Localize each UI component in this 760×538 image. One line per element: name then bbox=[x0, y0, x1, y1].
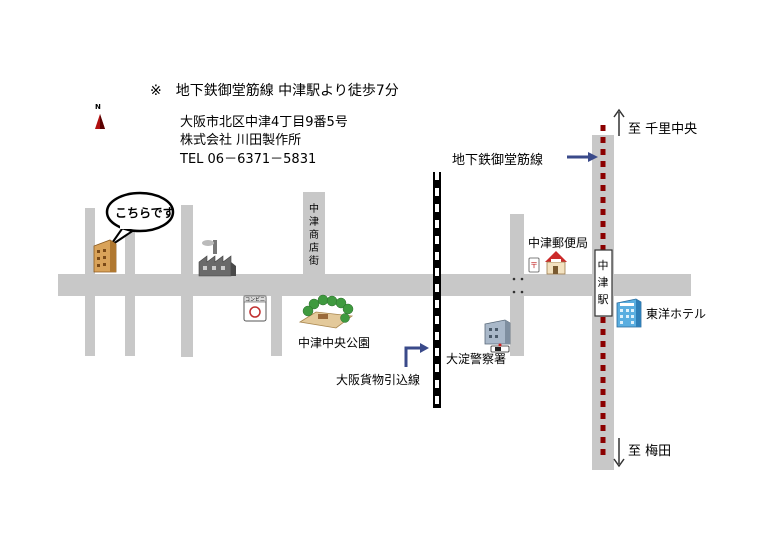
factory-icon bbox=[198, 240, 236, 277]
park-label: 中津中央公園 bbox=[298, 336, 371, 350]
subway-line-label: 地下鉄御堂筋線 bbox=[452, 153, 544, 168]
access-note: ※ 地下鉄御堂筋線 中津駅より徒歩7分 bbox=[150, 83, 399, 99]
main-road bbox=[58, 274, 691, 296]
compass-label: N bbox=[95, 103, 101, 111]
conbini-label: コンビニ bbox=[245, 297, 266, 303]
apartment-building-icon bbox=[93, 239, 117, 273]
post-office-label: 中津郵便局 bbox=[528, 236, 589, 250]
north-destination-label: 至 千里中央 bbox=[628, 122, 698, 137]
road-vertical-5 bbox=[510, 214, 524, 356]
callout-text: こちらです bbox=[115, 206, 175, 220]
station-label: 中津駅 bbox=[597, 259, 609, 306]
road-vertical-4 bbox=[271, 296, 282, 356]
shopping-street-road bbox=[303, 192, 325, 274]
shopping-street-label: 中津商店街 bbox=[309, 204, 319, 267]
station-box bbox=[594, 249, 613, 317]
intersection-dots bbox=[512, 277, 524, 294]
post-office-icon: 〒 bbox=[528, 251, 567, 275]
svg-text:〒: 〒 bbox=[530, 261, 538, 270]
company-name: 株式会社 川田製作所 bbox=[180, 133, 302, 148]
arrow-down-icon bbox=[613, 438, 625, 468]
road-vertical-1 bbox=[85, 208, 95, 356]
north-arrow-icon bbox=[95, 114, 105, 129]
freight-railway bbox=[433, 172, 441, 408]
south-destination-label: 至 梅田 bbox=[628, 444, 672, 459]
freight-line-label: 大阪貨物引込線 bbox=[336, 373, 421, 387]
park-icon bbox=[298, 294, 354, 329]
freight-pointer-arrow-icon bbox=[404, 343, 429, 367]
company-address: 大阪市北区中津4丁目9番5号 bbox=[180, 115, 348, 130]
police-station-icon bbox=[484, 319, 511, 353]
callout-bubble bbox=[105, 191, 175, 247]
company-tel: TEL 06－6371－5831 bbox=[180, 152, 317, 167]
subway-pointer-arrow-icon bbox=[567, 152, 598, 162]
road-vertical-3 bbox=[181, 205, 193, 357]
hotel-icon bbox=[616, 298, 642, 328]
road-vertical-2 bbox=[125, 208, 135, 356]
police-label: 大淀警察署 bbox=[446, 352, 507, 366]
convenience-store-icon bbox=[243, 295, 267, 322]
hotel-label: 東洋ホテル bbox=[646, 307, 707, 321]
arrow-up-icon bbox=[613, 108, 625, 136]
